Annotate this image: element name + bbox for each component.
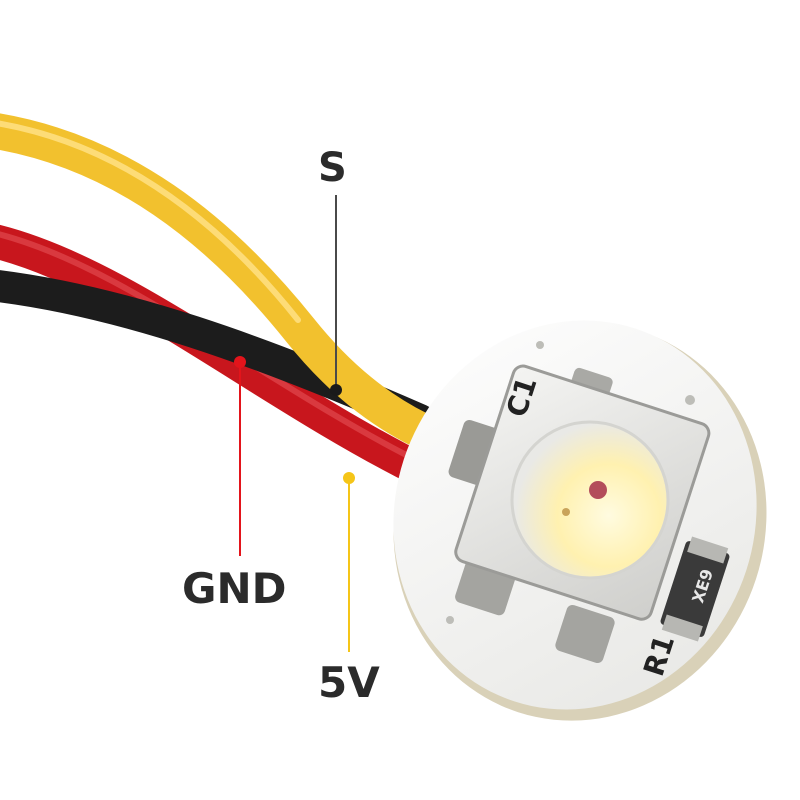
via-hole <box>536 341 544 349</box>
red-power-wire <box>0 225 437 487</box>
resistor-end <box>661 614 703 642</box>
led-rgb-chip <box>589 481 607 499</box>
pcb-board: C1 XE9 R1 <box>393 320 767 721</box>
ground-marker <box>234 356 246 368</box>
led-chip-dot <box>562 508 570 516</box>
signal-label: S <box>318 145 347 191</box>
callouts <box>234 195 355 652</box>
yellow-wire-highlight <box>0 120 301 323</box>
resistor-body <box>660 541 730 637</box>
via-hole <box>685 395 695 405</box>
power-label: 5V <box>318 658 380 707</box>
wire-bundle <box>0 113 438 487</box>
signal-marker <box>330 384 342 396</box>
resistor-end <box>687 536 729 564</box>
solder-pad <box>555 605 615 663</box>
yellow-signal-wire <box>0 113 438 448</box>
power-marker <box>343 472 355 484</box>
ground-label: GND <box>182 564 287 613</box>
via-hole <box>446 616 454 624</box>
led-lens <box>510 420 670 580</box>
